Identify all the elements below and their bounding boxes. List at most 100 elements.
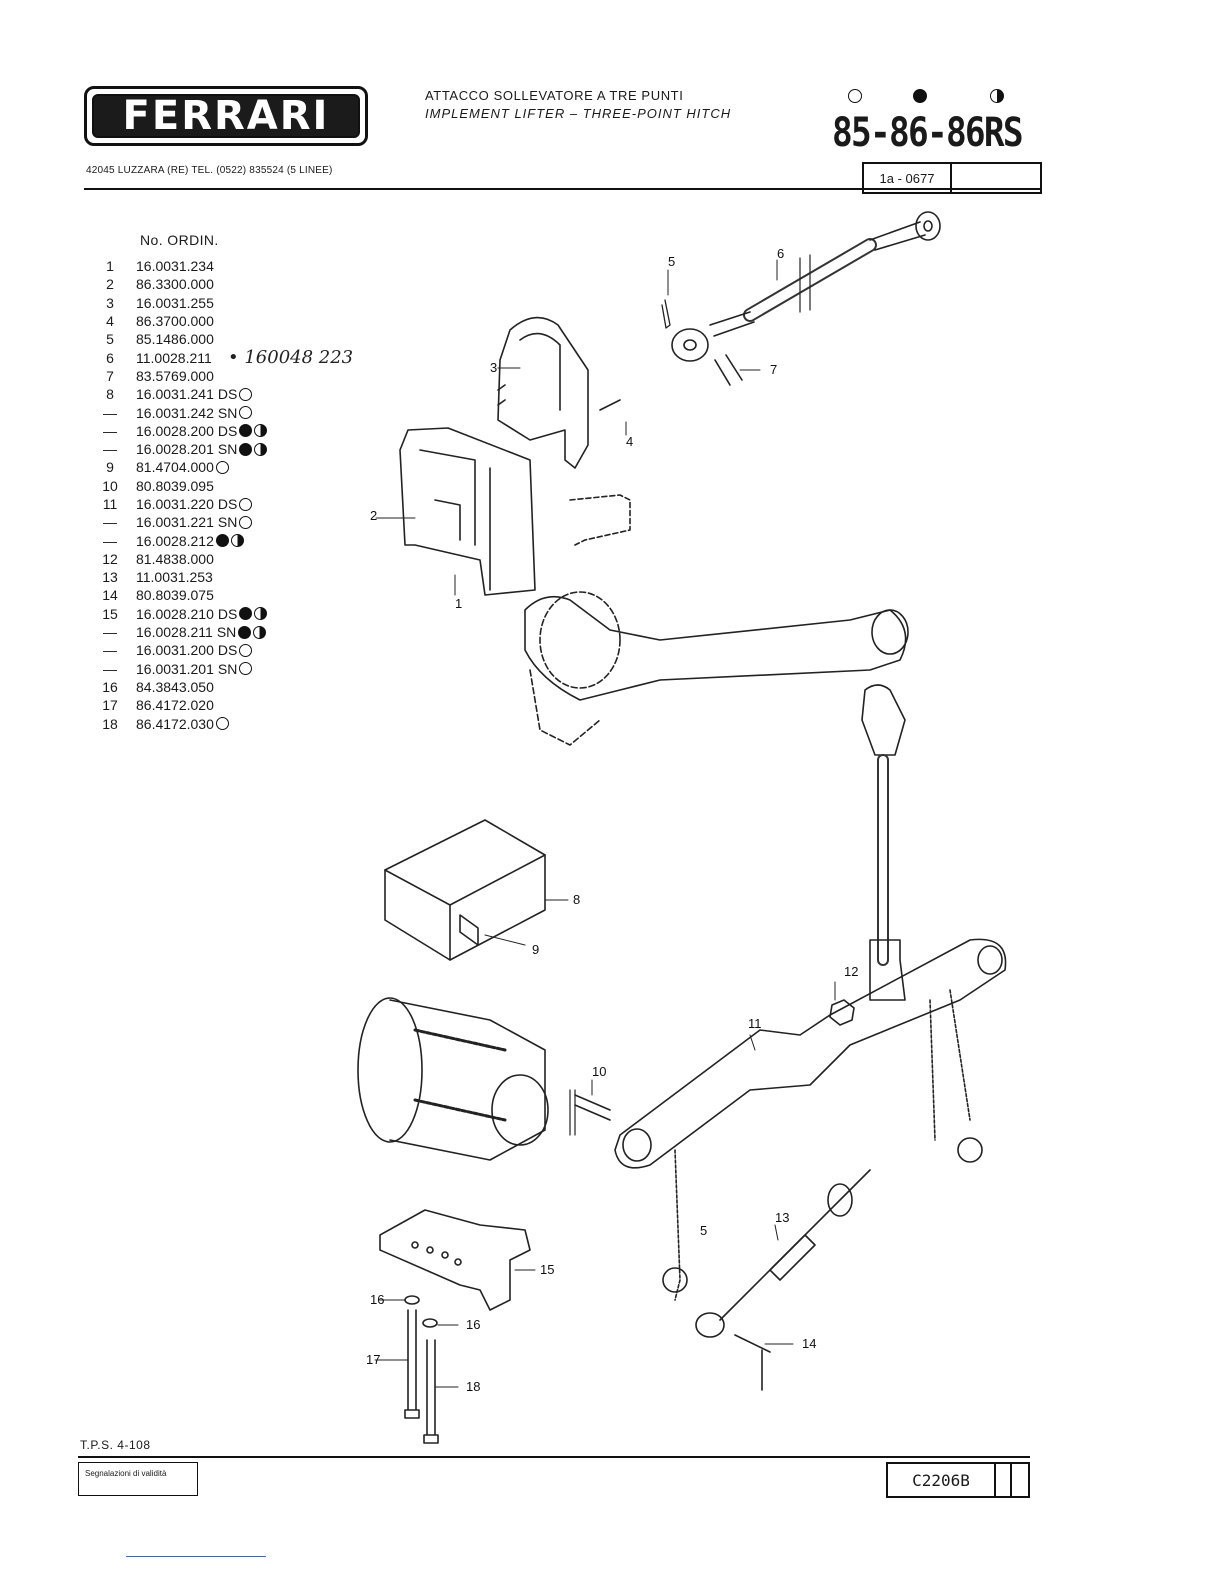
part-index: 6: [106, 349, 114, 366]
open-circle-icon: [215, 717, 229, 731]
part-index: 18: [102, 715, 118, 732]
callout-label-2: 2: [370, 508, 377, 523]
callout-label-8: 8: [573, 892, 580, 907]
part-order-number: 16.0028.210: [136, 605, 214, 622]
parts-list-header: No. ORDIN.: [140, 232, 219, 248]
part-order-number: 86.3700.000: [136, 313, 214, 330]
header-divider: [84, 188, 1042, 190]
bolts-and-washers: [404, 1295, 439, 1444]
open-circle-icon: [239, 387, 253, 401]
part-order-number: 16.0031.221: [136, 514, 214, 531]
part-index: —: [103, 642, 117, 659]
lift-frame: [399, 427, 536, 596]
pin-10: [569, 1089, 611, 1136]
part-side-suffix: DS: [217, 642, 238, 659]
part-order-number: 16.0028.212: [136, 532, 214, 549]
title-english: IMPLEMENT LIFTER – THREE-POINT HITCH: [425, 106, 732, 121]
full-circle-icon: [239, 424, 253, 438]
model-open-circle-icon: [848, 89, 862, 103]
part-order-number: 16.0031.234: [136, 258, 214, 275]
part-index: —: [103, 514, 117, 531]
mounting-plate: [379, 1209, 531, 1311]
callout-label-7: 7: [770, 362, 777, 377]
part-index: 4: [106, 313, 114, 330]
sheet-code-box: 1a - 0677: [862, 162, 1042, 194]
lift-rod: [861, 684, 906, 1001]
part-side-suffix: DS: [217, 605, 238, 622]
part-side-suffix: SN: [217, 514, 238, 531]
footer-divider: [78, 1456, 1030, 1458]
part-row: 4 86.3700.000: [84, 312, 404, 330]
part-index: 17: [102, 697, 118, 714]
open-circle-icon: [239, 515, 253, 529]
part-order-number: 16.0028.211: [136, 624, 213, 641]
sheet-code: 1a - 0677: [864, 164, 952, 192]
callout-label-9: 9: [532, 942, 539, 957]
part-index: 5: [106, 331, 114, 348]
part-index: —: [103, 660, 117, 677]
part-order-number: 80.8039.075: [136, 587, 214, 604]
half-circle-icon: [254, 607, 268, 621]
validity-label: Segnalazioni di validità: [85, 1469, 167, 1478]
part-index: —: [103, 404, 117, 421]
half-circle-icon: [230, 534, 244, 548]
drawing-code-box: C2206B: [886, 1462, 1030, 1498]
part-row: —16.0028.212: [84, 531, 404, 549]
part-order-number: 16.0031.255: [136, 294, 214, 311]
bottom-blue-line: [126, 1556, 266, 1557]
full-circle-icon: [215, 534, 229, 548]
part-index: 11: [102, 496, 118, 512]
part-order-number: 86.3300.000: [136, 276, 214, 293]
callout-label-3: 3: [490, 360, 497, 375]
part-order-number: 16.0031.241: [136, 386, 214, 403]
part-order-number: 81.4704.000: [136, 459, 214, 476]
model-full-circle-icon: [913, 89, 927, 103]
logo-wordmark: FERRARI: [92, 93, 360, 139]
part-order-number: 81.4838.000: [136, 550, 214, 567]
full-circle-icon: [239, 442, 253, 456]
pto-housing: [357, 997, 549, 1161]
part-index: —: [103, 422, 117, 439]
part-index: 9: [106, 459, 114, 476]
handwritten-note: • 160048 223: [228, 347, 354, 368]
tps-reference: T.P.S. 4-108: [80, 1438, 151, 1452]
part-side-suffix: SN: [217, 404, 238, 421]
callout-label-11: 11: [748, 1016, 762, 1031]
callout-label-5: 5: [700, 1223, 707, 1238]
part-side-suffix: DS: [217, 496, 238, 512]
part-index: 10: [102, 477, 118, 494]
validity-box: Segnalazioni di validità: [78, 1462, 198, 1496]
callout-label-15: 15: [540, 1262, 554, 1277]
callout-label-16: 16: [370, 1292, 384, 1307]
part-index: 2: [106, 276, 114, 293]
part-index: —: [103, 441, 117, 458]
open-circle-icon: [239, 643, 253, 657]
part-row: 6 11.0028.211: [84, 348, 404, 366]
part-order-number: 11.0031.253: [136, 569, 213, 586]
part-index: 8: [106, 386, 114, 403]
title-italian: ATTACCO SOLLEVATORE A TRE PUNTI: [425, 88, 684, 103]
part-row: 2 86.3300.000: [84, 275, 404, 293]
callout-label-10: 10: [592, 1064, 606, 1079]
full-circle-icon: [239, 607, 253, 621]
callout-label-16: 16: [466, 1317, 480, 1332]
lower-box: [384, 819, 546, 961]
part-order-number: 11.0028.211: [136, 349, 212, 366]
